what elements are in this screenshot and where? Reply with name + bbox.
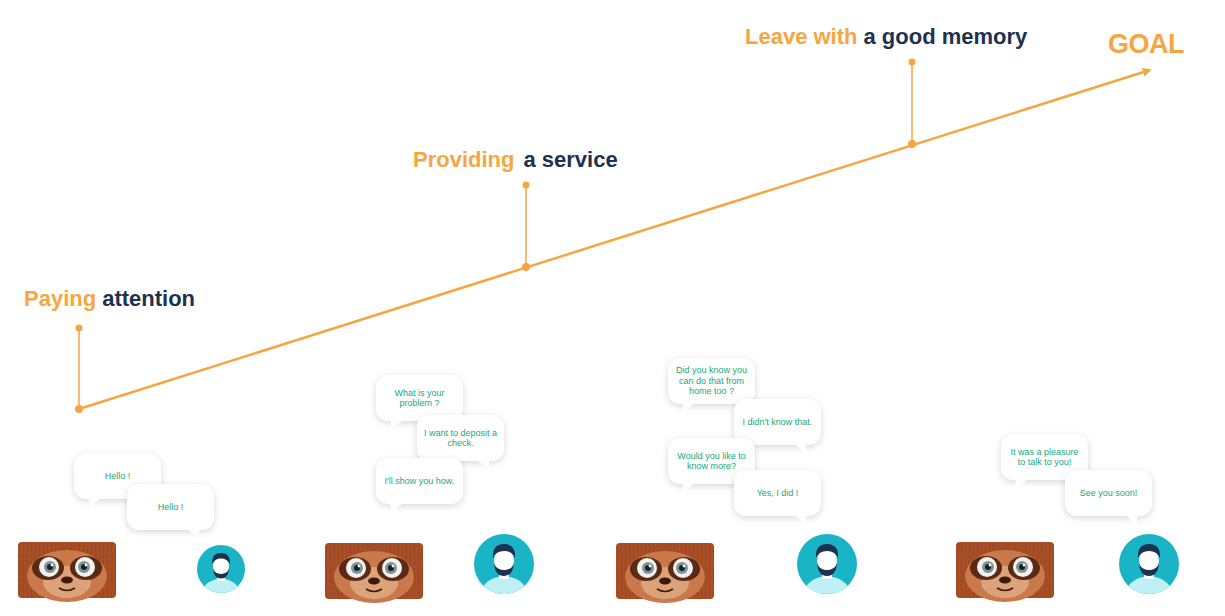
bubble-tail	[793, 514, 807, 524]
milestone-label: Paying	[24, 286, 96, 312]
milestone-label: a good memory	[863, 24, 1027, 50]
bubble-text: Did you know you can do that from home t…	[674, 365, 749, 396]
bubble-tail	[682, 482, 696, 492]
bubble-text: I want to deposit a check.	[423, 428, 498, 449]
bubble-tail	[1124, 514, 1138, 524]
goal-label: GOAL	[1108, 28, 1184, 60]
bubble-text: Hello !	[105, 471, 131, 481]
speech-bubble: Did you know you can do that from home t…	[668, 358, 755, 404]
bubble-tail	[186, 528, 200, 538]
bubble-text: I'll show you how.	[385, 476, 455, 486]
speech-bubble: Hello !	[127, 484, 214, 530]
speech-bubble: See you soon!	[1065, 470, 1152, 516]
sloth-avatar	[18, 542, 1054, 603]
milestone-label: attention	[102, 286, 195, 312]
customer-avatar	[197, 534, 1179, 596]
leader-lines	[79, 62, 912, 409]
milestone-label: Leave with	[745, 24, 857, 50]
milestone-dots	[75, 59, 916, 414]
bubble-tail	[1015, 478, 1029, 488]
bubble-text: Yes, I did !	[757, 488, 799, 498]
bubble-text: I didn't know that.	[743, 417, 813, 427]
milestone-label: Providing	[413, 147, 514, 173]
bubble-text: Hello !	[158, 502, 184, 512]
milestone-label: a service	[523, 147, 617, 173]
progress-arrow	[79, 70, 1150, 409]
bubble-tail	[793, 443, 807, 453]
bubble-tail	[390, 419, 404, 429]
speech-bubble: I want to deposit a check.	[417, 415, 504, 461]
speech-bubble: I'll show you how.	[376, 458, 463, 504]
bubble-text: What is your problem ?	[382, 388, 457, 409]
bubble-tail	[682, 402, 696, 412]
bubble-text: It was a pleasure to talk to you!	[1007, 447, 1082, 468]
bubble-tail	[88, 497, 102, 507]
bubble-tail	[390, 502, 404, 512]
bubble-text: Would you like to know more?	[674, 451, 749, 472]
speech-bubble: Yes, I did !	[734, 470, 821, 516]
bubble-text: See you soon!	[1080, 488, 1138, 498]
bubble-tail	[476, 459, 490, 469]
